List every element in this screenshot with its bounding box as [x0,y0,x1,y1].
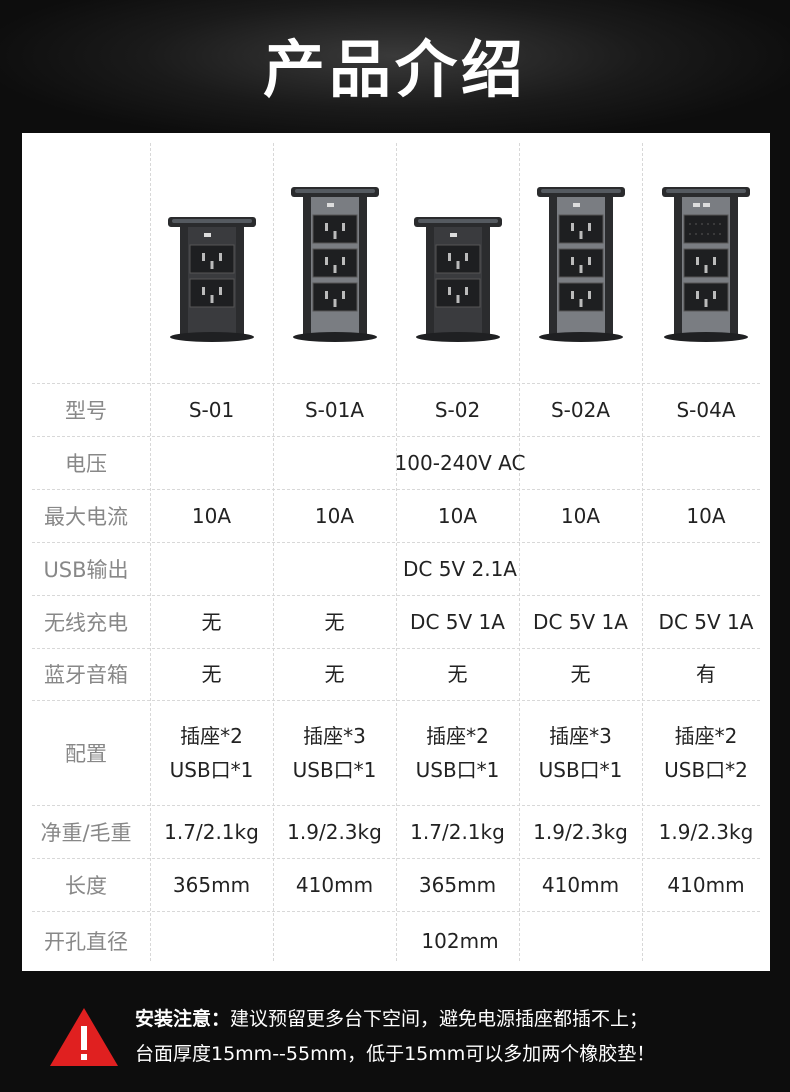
value-line: USB口*1 [169,757,254,782]
spec-table: 型号 S-01 S-01A S-02 S-02A S-04A 电压 100-240V AC 最大… [22,133,770,971]
product-image [533,173,629,343]
value-cell: 1.9/2.3kg [658,819,754,844]
value-cell: 1.7/2.1kg [410,819,505,844]
value-cell: 10A [560,503,601,528]
power-socket-tower-icon [167,217,256,342]
value-cell: 无 [570,662,591,686]
merged-value-cell: 102mm [421,929,499,953]
notice-text: 安装注意：建议预留更多台下空间，避免电源插座都插不上； 台面厚度15mm--55… [135,1002,775,1072]
value-cell: 无 [324,662,345,686]
row-divider [32,648,760,649]
row-label: 长度 [65,873,107,898]
value-cell: 无 [201,609,222,634]
product-image [658,173,754,343]
value-cell: 365mm [172,872,251,897]
value-cell: S-04A [676,397,736,422]
merged-value-cell: 100-240V AC [394,450,526,475]
install-notice: 安装注意：建议预留更多台下空间，避免电源插座都插不上； 台面厚度15mm--55… [0,972,790,1092]
merged-value-cell: DC 5V 2.1A [403,556,517,581]
row-label: 净重/毛重 [40,820,132,845]
notice-line-1: 建议预留更多台下空间，避免电源插座都插不上； [230,1008,649,1030]
row-divider [32,700,760,701]
value-line: 插座*2 [426,723,489,748]
row-divider [32,805,760,806]
row-divider [32,595,760,596]
value-cell: 10A [314,503,355,528]
value-cell: 1.9/2.3kg [533,819,628,844]
product-image [410,173,506,343]
row-divider [32,436,760,437]
value-cell: 365mm [418,872,497,897]
value-cell: DC 5V 1A [533,609,628,634]
value-line: USB口*1 [415,757,500,782]
product-image [164,173,260,343]
value-cell: 410mm [541,872,620,897]
row-label: 开孔直径 [44,930,128,954]
row-divider [32,489,760,490]
value-cell: 410mm [667,872,745,897]
power-socket-tower-icon [290,187,379,342]
column-divider [642,143,643,961]
row-divider [32,858,760,859]
column-divider [519,143,520,961]
row-label: USB输出 [43,557,129,582]
header-background [0,0,790,140]
value-cell: 410mm [295,872,374,897]
value-line: 插座*3 [549,723,612,748]
value-cell: 有 [696,662,716,686]
power-socket-tower-icon [413,217,502,342]
value-cell: S-02A [550,397,611,422]
row-label: 蓝牙音箱 [44,663,128,687]
value-cell: DC 5V 1A [410,609,505,634]
row-label: 配置 [65,741,107,766]
value-line: 插座*2 [180,723,243,748]
row-label: 型号 [65,398,107,423]
value-cell: 10A [686,503,726,528]
warning-icon [50,1008,118,1066]
row-divider [32,383,760,384]
value-cell: 无 [324,609,345,634]
value-cell: S-02 [434,397,481,422]
value-cell: 1.7/2.1kg [164,819,259,844]
value-cell: 1.9/2.3kg [287,819,382,844]
power-socket-tower-icon [536,187,625,342]
row-label: 最大电流 [44,504,128,529]
row-label: 电压 [65,451,107,476]
value-cell: 无 [201,662,222,686]
column-divider [150,143,151,961]
product-image [287,173,383,343]
notice-heading: 安装注意： [135,1008,231,1030]
column-divider [396,143,397,961]
power-socket-tower-icon [662,187,750,342]
value-cell: 10A [437,503,478,528]
row-divider [32,542,760,543]
notice-line-2: 台面厚度15mm--55mm，低于15mm可以多加两个橡胶垫！ [135,1043,656,1065]
value-line: USB口*1 [538,757,623,782]
page-title: 产品介绍 [262,33,527,106]
value-cell: S-01A [304,397,365,422]
value-cell: 10A [191,503,232,528]
row-divider [32,911,760,912]
value-cell: S-01 [188,397,235,422]
value-cell: DC 5V 1A [658,609,754,634]
value-line: 插座*3 [303,723,366,748]
row-label: 无线充电 [44,610,128,635]
column-divider [273,143,274,961]
value-line: USB口*1 [292,757,377,782]
value-line: USB口*2 [664,757,748,782]
value-line: 插座*2 [674,723,738,748]
value-cell: 无 [447,662,468,686]
